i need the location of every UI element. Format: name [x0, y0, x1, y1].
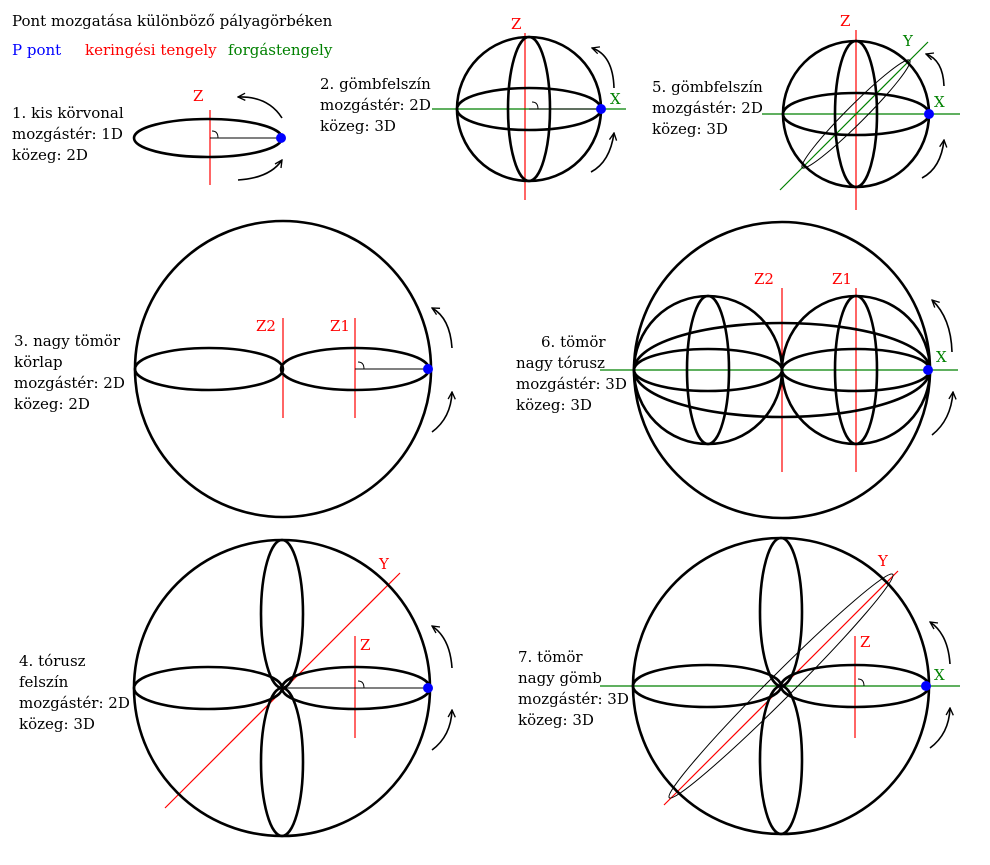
legend-rotation-axis: forgástengely	[228, 41, 333, 59]
diagram-5-line-1: 5. gömbfelszín	[652, 78, 763, 96]
diagram-7-z-label: Z	[860, 633, 870, 651]
diagram-4-arrow-bottom	[431, 710, 452, 751]
diagram-5-line-2: mozgástér: 2D	[652, 99, 763, 117]
diagram-7-arrow-bottom	[929, 708, 950, 749]
diagram-6-z2-label: Z2	[754, 270, 774, 288]
diagram-7-line-1: 7. tömör	[518, 648, 583, 666]
diagram-2-line-2: mozgástér: 2D	[320, 96, 431, 114]
diagram-2-arrow-top	[592, 48, 615, 89]
diagram-7-tilted-orbit	[668, 573, 894, 799]
diagram-1-arrow-top	[238, 97, 283, 119]
diagram-2-arrow-bottom	[590, 133, 614, 173]
diagram-3-left-orbit	[133, 346, 285, 392]
diagram-3-z2-label: Z2	[256, 317, 276, 335]
diagram-7-bottom-tube	[758, 684, 804, 836]
diagram-1-point	[276, 133, 286, 143]
diagram-3: 3. nagy tömör körlap mozgástér: 2D közeg…	[14, 219, 453, 519]
page-title: Pont mozgatása különböző pályagörbéken	[12, 12, 333, 30]
diagram-4-y-label: Y	[378, 555, 390, 573]
diagram-5-point	[924, 109, 934, 119]
diagram-2-z-label: Z	[511, 15, 521, 33]
diagram-4-arrow-top	[432, 626, 453, 669]
diagram-6-line-3: mozgástér: 3D	[516, 375, 627, 393]
diagram-3-line-2: körlap	[14, 353, 63, 371]
diagram-1-line-2: mozgástér: 1D	[12, 125, 123, 143]
diagram-1-arrow-bottom	[237, 160, 282, 181]
diagram-7-right-angle	[857, 678, 865, 687]
diagram-4-point	[423, 683, 433, 693]
diagram-6-arrow-bottom	[931, 392, 953, 436]
diagram-7-point	[921, 681, 931, 691]
diagram-3-line-4: közeg: 2D	[14, 395, 90, 413]
diagram-3-line-3: mozgástér: 2D	[14, 374, 125, 392]
diagram-6-left-meridian	[685, 294, 731, 446]
diagram-4-bottom-tube	[259, 686, 305, 838]
diagram-1-right-angle	[211, 130, 219, 139]
diagram-7-line-4: közeg: 3D	[518, 711, 594, 729]
diagram-6-x-label: X	[936, 348, 947, 366]
diagram-1-line-1: 1. kis körvonal	[12, 104, 124, 122]
diagram-4-line-2: felszín	[19, 673, 69, 691]
diagram-6-arrow-top	[932, 300, 953, 353]
diagram-4-line-4: közeg: 3D	[19, 715, 95, 733]
diagram-3-z1-label: Z1	[330, 317, 350, 335]
diagram-4-line-3: mozgástér: 2D	[19, 694, 130, 712]
diagram-7-x-label: X	[934, 666, 945, 684]
diagram-5-x-label: X	[934, 93, 945, 111]
diagram-6-line-4: közeg: 3D	[516, 396, 592, 414]
diagram-4-right-angle	[357, 680, 365, 689]
diagram-7-top-tube	[758, 536, 804, 688]
diagram-5-z-label: Z	[840, 12, 850, 30]
diagram-1: 1. kis körvonal mozgástér: 1D közeg: 2D …	[12, 87, 286, 185]
diagram-1-z-label: Z	[193, 87, 203, 105]
diagram-4: 4. tórusz felszín mozgástér: 2D közeg: 3…	[19, 538, 453, 838]
diagram-5-arrow-top	[926, 54, 945, 87]
diagram-3-line-1: 3. nagy tömör	[14, 332, 121, 350]
diagram-7-line-2: nagy gömb	[518, 669, 602, 687]
diagram-1-line-3: közeg: 2D	[12, 146, 88, 164]
legend-point: P pont	[12, 41, 61, 59]
diagram-7-y-label: Y	[877, 552, 889, 570]
diagram-3-right-angle	[357, 361, 365, 370]
diagram-3-arrow-top	[432, 308, 453, 349]
diagram-2-point	[596, 104, 606, 114]
diagram-4-top-tube	[259, 538, 305, 690]
diagram-5: 5. gömbfelszín mozgástér: 2D közeg: 3D Z…	[652, 12, 960, 210]
legend-orbit-axis: keringési tengely	[85, 41, 217, 59]
diagram-3-arrow-bottom	[431, 392, 452, 433]
diagram-5-y-label: Y	[902, 32, 914, 50]
diagram-5-arrow-bottom	[921, 140, 944, 179]
diagram-4-line-1: 4. tórusz	[19, 652, 86, 670]
diagram-6-line-1: 6. tömör	[541, 333, 606, 351]
diagram-6-point	[923, 365, 933, 375]
diagram-5-meridian	[833, 39, 879, 189]
diagram-6-z1-label: Z1	[832, 270, 852, 288]
diagram-7: 7. tömör nagy gömb mozgástér: 3D közeg: …	[518, 536, 960, 836]
diagram-4-left-tube	[132, 665, 284, 711]
diagram-3-point	[423, 364, 433, 374]
diagram-2: 2. gömbfelszín mozgástér: 2D közeg: 3D Z…	[320, 15, 626, 200]
diagram-2-x-label: X	[610, 90, 621, 108]
diagram-7-arrow-top	[930, 622, 951, 665]
diagram-5-line-3: közeg: 3D	[652, 120, 728, 138]
diagram-7-line-3: mozgástér: 3D	[518, 690, 629, 708]
diagram-6-right-meridian	[833, 294, 879, 446]
diagram-4-z-label: Z	[360, 636, 370, 654]
diagram-6-line-2: nagy tórusz	[516, 354, 605, 372]
diagram-6: 6. tömör nagy tórusz mozgástér: 3D közeg…	[516, 220, 958, 520]
diagram-5-tilted-orbit	[801, 59, 911, 169]
diagram-2-line-1: 2. gömbfelszín	[320, 75, 431, 93]
diagram-2-line-3: közeg: 3D	[320, 117, 396, 135]
diagram-2-right-angle	[531, 101, 539, 110]
